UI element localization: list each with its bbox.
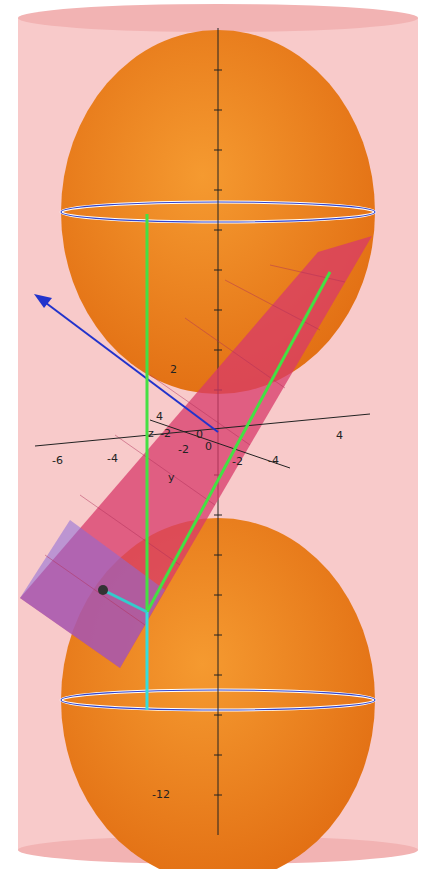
axis-tick-label: -6 [52, 455, 63, 466]
green-diagonal [147, 272, 330, 612]
cutting-plane [20, 236, 372, 668]
axis-tick-label: -4 [268, 455, 279, 466]
axis-tick-label: 2 [170, 364, 177, 375]
focus-point [98, 585, 108, 595]
plane-lower-part [20, 520, 165, 668]
axis-tick-label: y [168, 472, 175, 483]
axis-tick-label: -12 [152, 789, 170, 800]
axis-tick-label: 4 [336, 430, 343, 441]
normal-vector [42, 300, 218, 432]
axis-tick-label: z [148, 428, 154, 439]
axis-tick-label: -4 [107, 453, 118, 464]
x-axis [35, 414, 370, 446]
arrow-head [34, 294, 52, 308]
axis-tick-label: -2 [232, 456, 243, 467]
cylinder-top [18, 4, 418, 32]
plane-grid [45, 265, 345, 625]
green-vertical [146, 214, 149, 612]
axis-tick-label: -2 [178, 444, 189, 455]
axis-tick-label: 0 [205, 441, 212, 452]
axis-tick-label: -2 [160, 428, 171, 439]
y-axis [150, 420, 290, 468]
cyan-segment [103, 590, 147, 612]
axis-tick-label: 4 [156, 411, 163, 422]
cyan-vertical [146, 612, 149, 710]
axis-tick-label: 0 [196, 429, 203, 440]
